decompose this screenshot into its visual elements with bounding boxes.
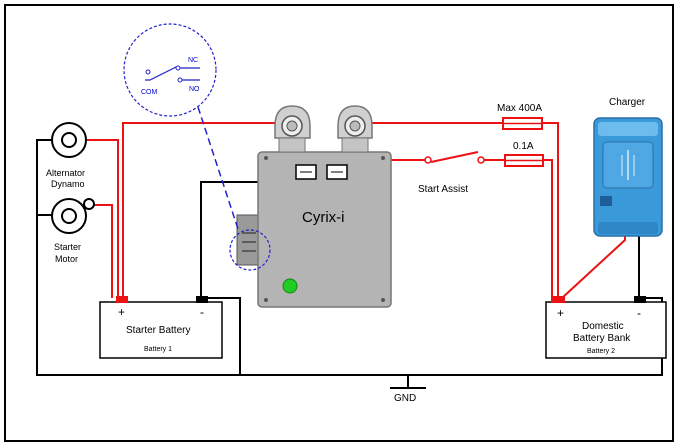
domestic-battery-plus: + <box>557 306 564 320</box>
domestic-battery-positive-terminal <box>551 296 565 303</box>
starter-battery-name: Starter Battery <box>126 325 190 336</box>
starter-battery-negative-terminal <box>196 296 208 303</box>
max-current-label: Max 400A <box>497 103 542 114</box>
charger-unit <box>593 117 663 237</box>
cyrix-relay <box>236 105 392 308</box>
charger-label: Charger <box>609 97 646 108</box>
start-assist-contact-left <box>424 156 432 164</box>
starter-battery-minus: - <box>200 305 204 319</box>
cyrix-label: Cyrix-i <box>302 209 345 226</box>
relay-nc-label: NC <box>188 57 198 64</box>
relay-no-label: NO <box>189 86 200 93</box>
cyrix-led <box>282 278 298 294</box>
starter-battery-plus: + <box>118 305 125 319</box>
fuse-small-label: 0.1A <box>513 141 534 152</box>
domestic-battery-negative-terminal <box>634 296 646 303</box>
starter-battery <box>99 296 223 359</box>
relay-detail-callout <box>123 23 271 271</box>
domestic-battery-minus: - <box>637 306 641 320</box>
start-assist-label: Start Assist <box>418 184 468 195</box>
alternator-label-line1: Alternator <box>46 168 85 178</box>
relay-com-label: COM <box>141 89 158 96</box>
domestic-battery-sub: Battery 2 <box>587 348 615 355</box>
alternator-symbol <box>51 122 87 158</box>
start-assist-contact-right <box>477 156 485 164</box>
domestic-battery-name-line2: Battery Bank <box>573 333 631 344</box>
alternator-label-line2: Dynamo <box>51 179 85 189</box>
domestic-battery <box>545 296 667 359</box>
starter-label-line1: Starter <box>54 242 81 252</box>
gnd-label: GND <box>394 393 416 404</box>
starter-motor-symbol <box>51 198 95 234</box>
starter-label-line2: Motor <box>55 254 78 264</box>
domestic-battery-name-line1: Domestic <box>582 321 624 332</box>
starter-battery-sub: Battery 1 <box>144 346 172 353</box>
starter-battery-positive-terminal <box>116 296 128 303</box>
